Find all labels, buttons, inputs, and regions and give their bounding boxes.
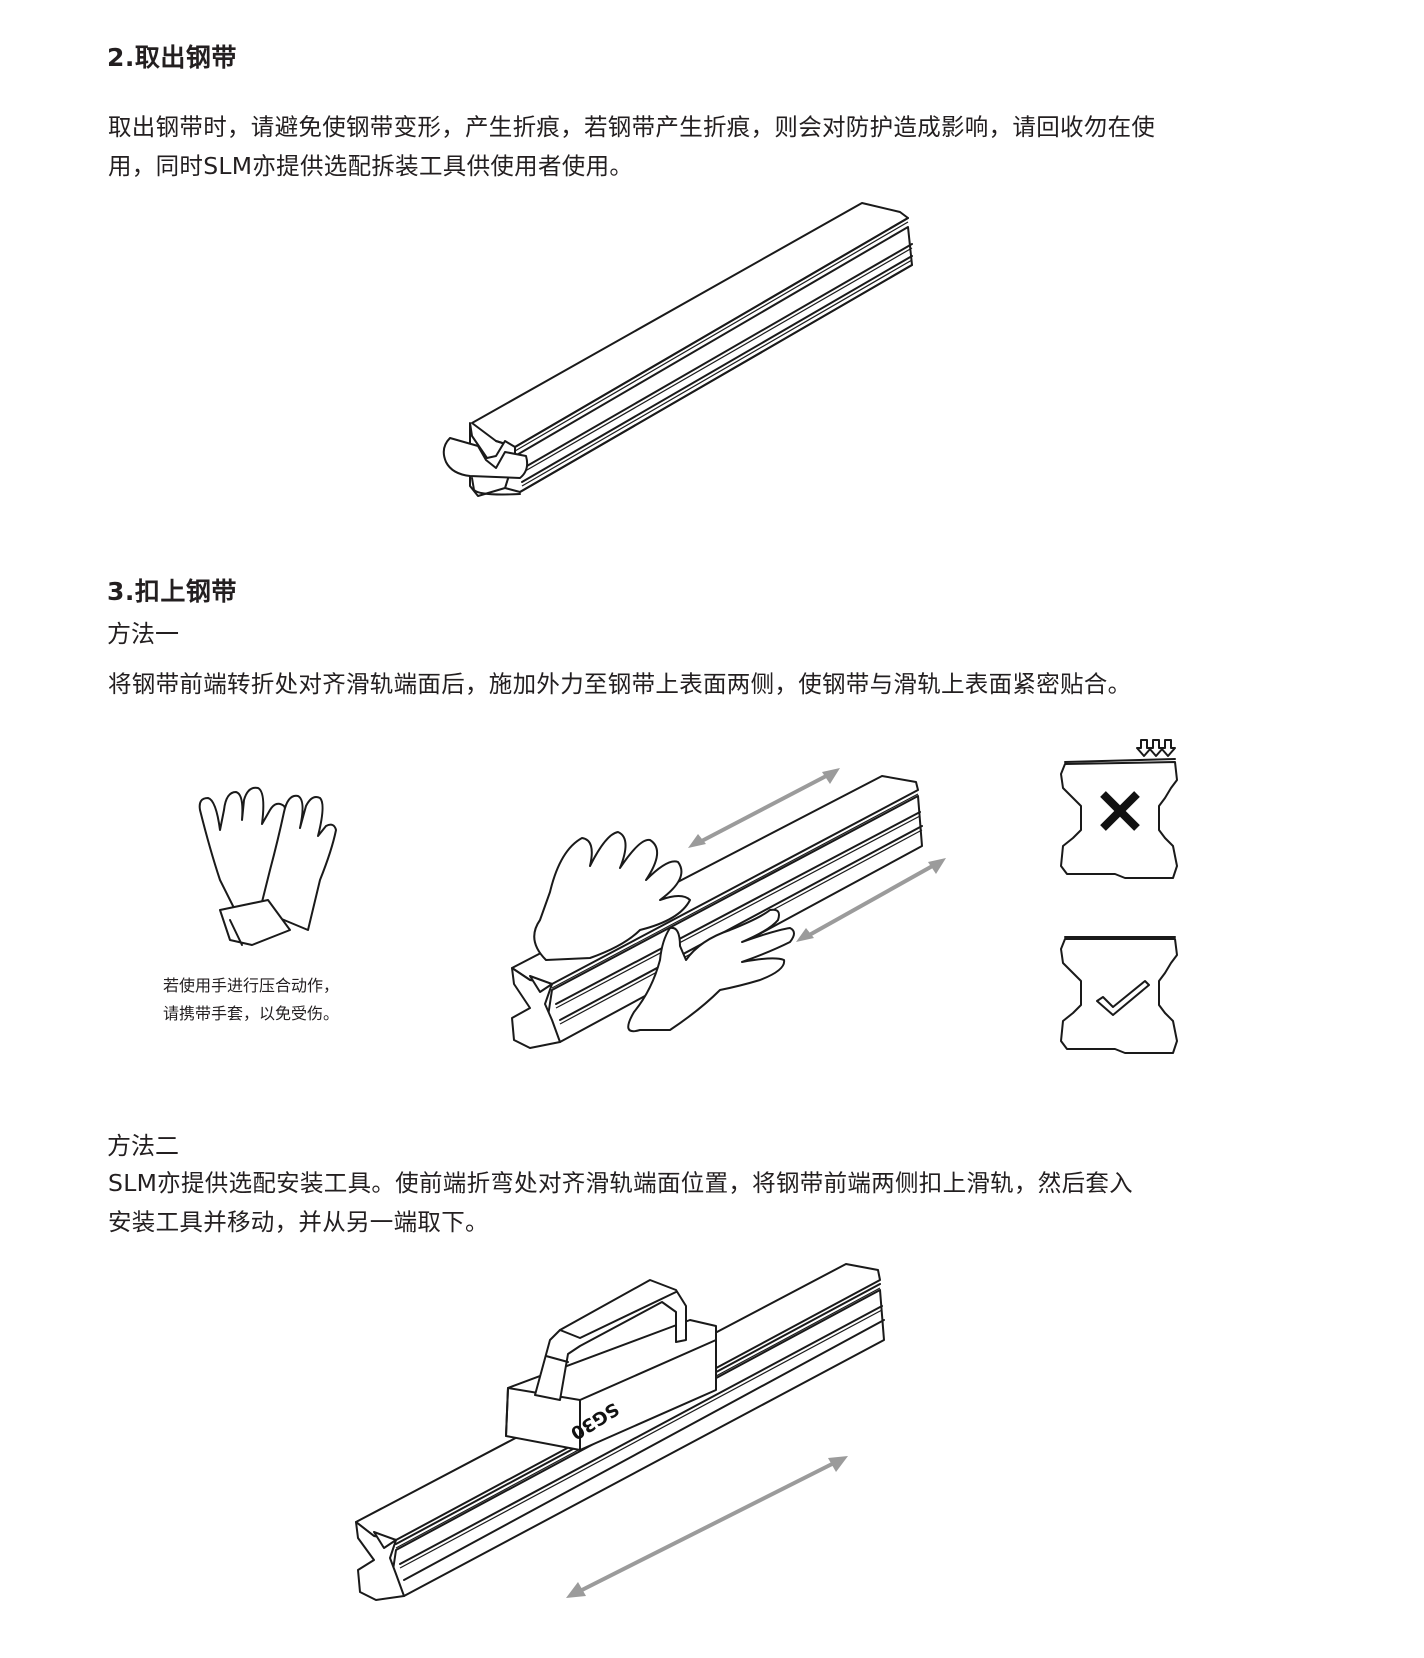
section-2-paragraph: 取出钢带时，请避免使钢带变形，产生折痕，若钢带产生折痕，则会对防护造成影响，请回… [108,108,1308,186]
glove-icon [198,786,337,946]
method-1-title: 方法一 [107,620,179,648]
glove-caption: 若使用手进行压合动作， 请携带手套，以免受伤。 [163,972,339,1028]
hands-pressing-strip-illustration [511,768,946,1049]
rail-strip-removal-illustration [442,202,913,497]
glove-caption-line-2: 请携带手套，以免受伤。 [163,1004,340,1023]
wrong-fit-cross-section [1060,739,1178,879]
section-2-paragraph-line-1: 取出钢带时，请避免使钢带变形，产生折痕，若钢带产生折痕，则会对防护造成影响，请回… [108,113,1156,141]
cross-mark-icon [1100,791,1140,831]
motion-arrow-top [695,772,831,846]
section-2-title: 2.取出钢带 [107,43,237,72]
method-2-title: 方法二 [107,1132,179,1160]
method-1-paragraph: 将钢带前端转折处对齐滑轨端面后，施加外力至钢带上表面两侧，使钢带与滑轨上表面紧密… [108,670,1132,698]
method-2-paragraph-line-1: SLM亦提供选配安装工具。使前端折弯处对齐滑轨端面位置，将钢带前端两侧扣上滑轨，… [108,1169,1133,1197]
section-3-title: 3.扣上钢带 [107,577,237,606]
check-mark-icon [1096,980,1150,1016]
method-2-paragraph: SLM亦提供选配安装工具。使前端折弯处对齐滑轨端面位置，将钢带前端两侧扣上滑轨，… [108,1164,1358,1242]
section-2-paragraph-line-2: 用，同时SLM亦提供选配拆装工具供使用者使用。 [108,152,634,180]
press-arrows-icon [1136,739,1176,757]
glove-caption-line-1: 若使用手进行压合动作， [163,976,340,995]
method-2-paragraph-line-2: 安装工具并移动，并从另一端取下。 [108,1208,489,1236]
correct-fit-cross-section [1060,936,1178,1054]
